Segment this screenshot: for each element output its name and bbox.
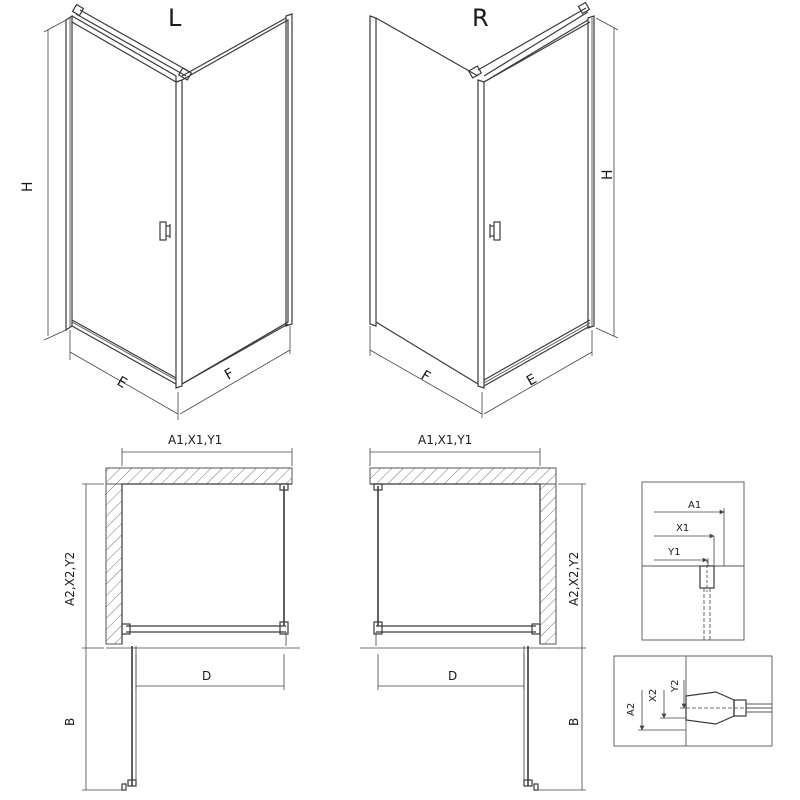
dim-a1-left: A1,X1,Y1 [168,433,222,447]
dim-a2-right: A2,X2,Y2 [567,552,581,606]
detail-a2: A2 [626,703,637,716]
dim-e-left: E [114,374,130,392]
plan-left: A1,X1,Y1 A2,X2,Y2 D B [63,433,300,791]
detail-a1: A1 [688,500,701,511]
detail-side: A2 X2 Y2 [613,655,773,747]
dim-f-left: F [222,366,237,384]
dim-b-right: B [567,718,581,726]
view-left-3d: H E F L [20,3,293,420]
dim-a2-left: A2,X2,Y2 [63,552,77,606]
dim-b-left: B [63,718,77,726]
view-title-right: R [472,4,489,32]
detail-y1: Y1 [667,547,680,558]
dim-f-right: F [418,368,433,386]
detail-x2: X2 [648,689,659,702]
detail-top: A1 X1 Y1 [641,481,745,641]
view-title-left: L [168,4,182,32]
plan-right: A1,X1,Y1 A2,X2,Y2 D B [360,433,586,791]
dim-h-right: H [600,169,616,180]
dim-e-right: E [524,371,540,389]
dim-d-left: D [202,669,211,683]
dim-d-right: D [448,669,457,683]
dim-h-left: H [20,181,36,192]
detail-y2: Y2 [670,680,681,693]
detail-x1: X1 [676,523,689,534]
dim-a1-right: A1,X1,Y1 [418,433,472,447]
view-right-3d: H F E R [369,1,619,418]
